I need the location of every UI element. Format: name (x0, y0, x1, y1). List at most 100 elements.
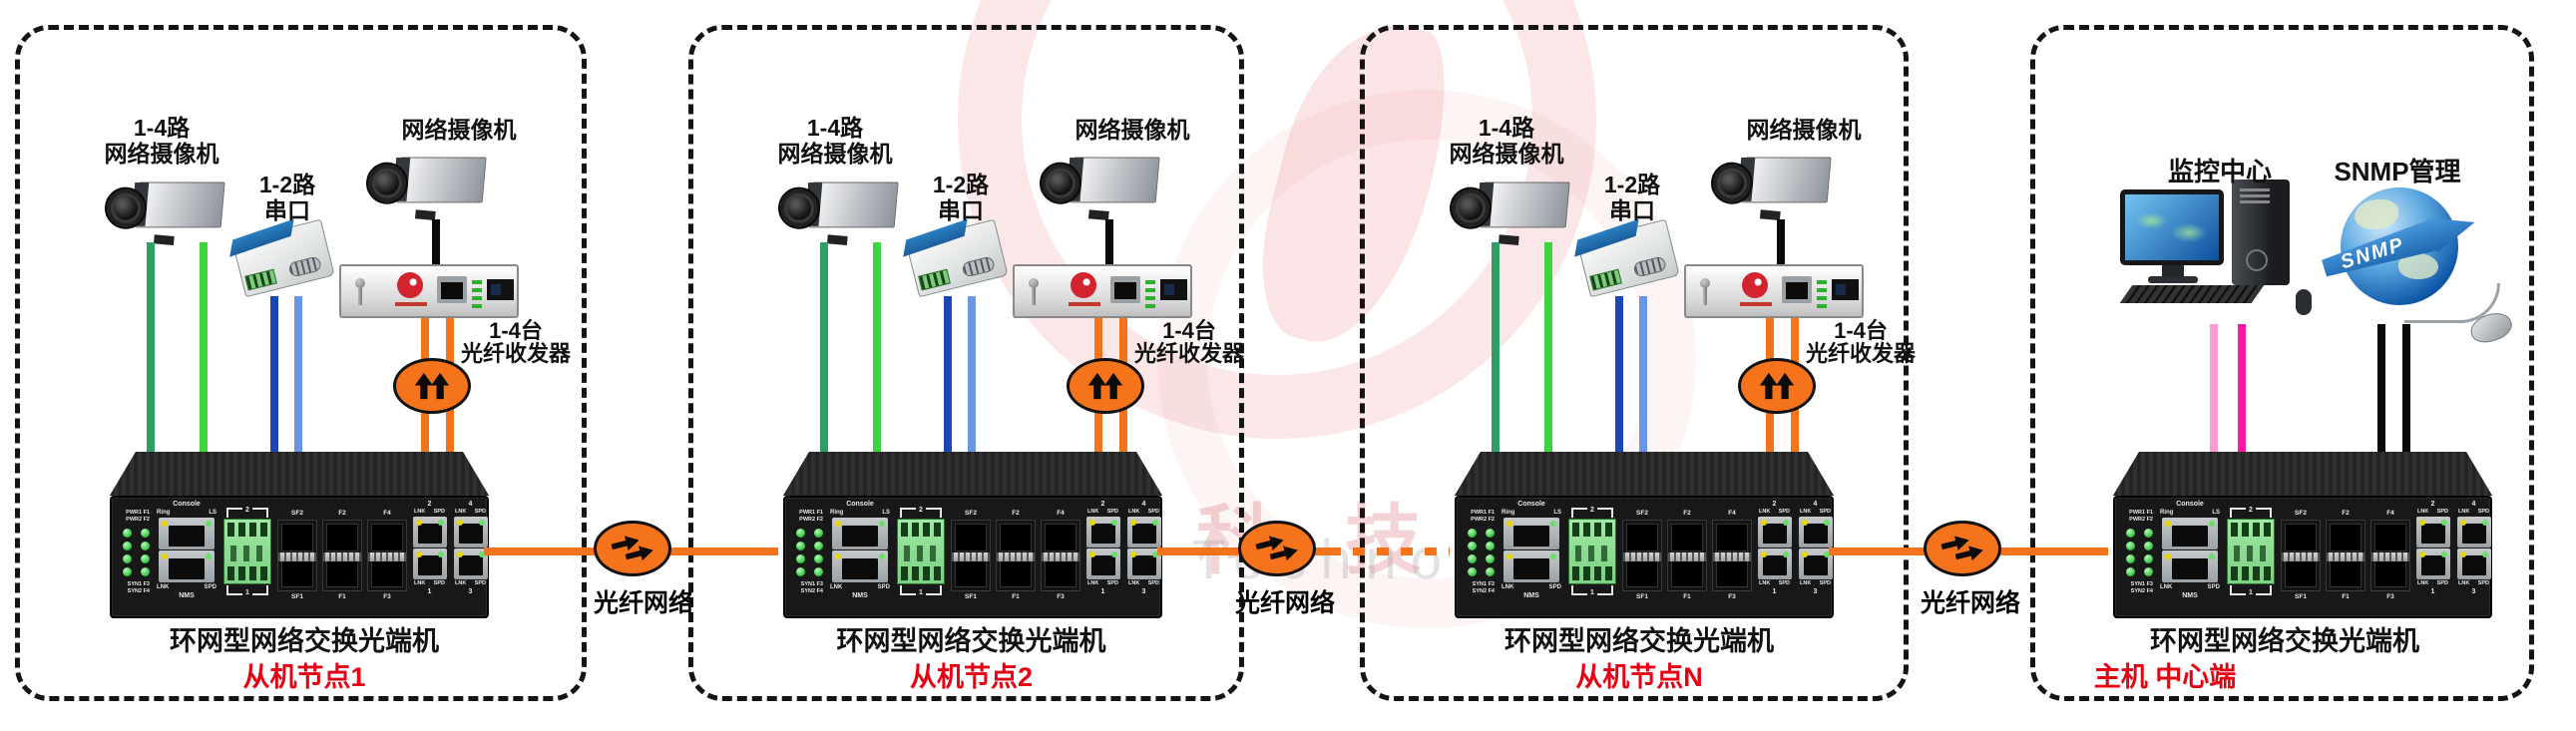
terminal-connector (2227, 519, 2275, 584)
ls-label: LS (882, 510, 890, 516)
switch-top-shell (783, 452, 1162, 496)
camera1-cable-1 (147, 242, 155, 456)
snmp-cable-1 (2377, 324, 2385, 452)
rj45-port (1126, 548, 1161, 579)
pwr1-label: PWR1 F1 (126, 510, 150, 516)
node-title: 从机节点1 (242, 662, 366, 692)
switch-front-panel: PWR1 F1 PWR2 F2 SYN1 F3 SYN2 F4 Console … (110, 496, 489, 618)
switch-caption: 环网型网络交换光端机 (170, 626, 439, 656)
rj45-console-port (832, 518, 888, 549)
pc-cable-2 (2238, 324, 2246, 452)
fiber-network-label: 光纤网络 (1920, 589, 2020, 617)
network-camera-icon (775, 170, 899, 249)
node-title: 主机 中心端 (2093, 662, 2237, 692)
camera2-label: 网络摄像机 (401, 117, 517, 143)
switch-led-block: PWR1 F1 PWR2 F2 SYN1 F3 SYN2 F4 (787, 510, 825, 595)
serial-label: 1-2路 串口 (258, 172, 316, 223)
status-leds (2125, 529, 2153, 576)
sfp-cage-icon (322, 520, 362, 591)
nms-label: NMS (179, 592, 195, 599)
monitoring-pc-icon (2119, 180, 2340, 321)
console-label: Console (1517, 501, 1545, 508)
transceiver-label: 1-4台 光纤收发器 (460, 318, 571, 366)
pwr1-label: PWR1 F1 (799, 510, 823, 516)
syn1-label: SYN1 F3 (2130, 581, 2153, 587)
terminal-bracket-1: 1 (226, 585, 268, 596)
monitor-center-label: 监控中心 (2167, 157, 2272, 186)
network-camera-icon (1708, 145, 1832, 224)
sfp-duo-f34: F4 F3 (2370, 510, 2410, 601)
fiber-transceiver-icon (339, 264, 519, 318)
transceiver-label: 1-4台 光纤收发器 (1133, 318, 1244, 366)
camera1-cable-2 (200, 242, 208, 456)
rj45-console-port (1503, 518, 1559, 549)
rj45-port (2456, 548, 2491, 579)
sfp-cage-icon (367, 520, 407, 591)
switch-caption: 环网型网络交换光端机 (836, 626, 1106, 656)
pwr2-label: PWR2 F2 (126, 517, 150, 523)
fiber-uplink-arrows-icon (393, 358, 471, 414)
rj45-port (1085, 517, 1120, 548)
fiber-transceiver-icon (1013, 264, 1192, 318)
fiber-transceiver-icon (1684, 264, 1864, 318)
status-leds (122, 529, 150, 576)
sfp-cage-icon (951, 520, 991, 591)
switch-console-block: Console Ring LS LNK SPD NMS (827, 500, 893, 600)
nms-label: NMS (1523, 592, 1539, 599)
switch-front-panel: PWR1 F1 PWR2 F2 SYN1 F3 SYN2 F4 Console … (2113, 496, 2492, 618)
rj45-port (1085, 548, 1120, 579)
mouse-icon (2296, 289, 2312, 315)
switch-sfp-cages: SF2 SF1 F2 F1 F4 F3 (2281, 510, 2410, 601)
fiber-network-node-icon (1238, 521, 1316, 576)
monitor-icon (2120, 189, 2224, 265)
syn1-label: SYN1 F3 (1472, 581, 1495, 587)
switch-terminal-block: 2 1 (1568, 507, 1616, 596)
spd-label: SPD (2207, 584, 2220, 590)
serial-cable-1 (1615, 296, 1623, 456)
sfp-cage-icon (277, 520, 317, 591)
spd-label: SPD (1548, 584, 1561, 590)
camera1-cable-1 (820, 242, 828, 456)
sfp-duo-f12: F2 F1 (1667, 510, 1707, 601)
rj45-port (1126, 517, 1161, 548)
nms-label: NMS (2182, 592, 2198, 599)
pwr2-label: PWR2 F2 (1471, 517, 1495, 523)
network-camera-icon (363, 145, 487, 224)
terminal-connector (897, 519, 945, 584)
slave-node-2-box: 环网型网络交换光端机 从机节点2 1-4路 网络摄像机 1-2路 串口 网络摄像… (688, 25, 1244, 701)
sfp-duo-f34: F4 F3 (367, 510, 407, 601)
sfp-duo-f12: F2 F1 (322, 510, 362, 601)
pwr2-label: PWR2 F2 (2129, 517, 2153, 523)
status-leds (1467, 529, 1495, 576)
slave-node-1-box: 环网型网络交换光端机 从机节点1 1-4路 网络摄像机 1-2路 串口 网络摄像… (15, 25, 587, 701)
switch-slot: PWR1 F1 PWR2 F2 SYN1 F3 SYN2 F4 Console … (2113, 452, 2492, 618)
console-label: Console (846, 501, 874, 508)
ls-label: LS (2212, 510, 2220, 516)
ring-label: Ring (157, 510, 171, 516)
camera2-label: 网络摄像机 (1746, 117, 1862, 143)
sfp-cage-icon (1041, 520, 1080, 591)
lnk-label: LNK (1502, 584, 1514, 590)
rj45-port (453, 548, 488, 579)
sfp-cage-icon (1667, 520, 1707, 591)
switch-front-panel: PWR1 F1 PWR2 F2 SYN1 F3 SYN2 F4 Console … (783, 496, 1162, 618)
ls-label: LS (209, 510, 216, 516)
serial-label: 1-2路 串口 (1603, 172, 1661, 223)
sfp-duo-sf: SF2 SF1 (277, 510, 317, 601)
switch-console-block: Console Ring LS LNK SPD NMS (2157, 500, 2223, 600)
network-camera-icon (1447, 170, 1570, 249)
ring-network-switch: PWR1 F1 PWR2 F2 SYN1 F3 SYN2 F4 Console … (2113, 452, 2492, 618)
snmp-cable-2 (2402, 324, 2410, 452)
spd-label: SPD (877, 584, 890, 590)
switch-slot: PWR1 F1 PWR2 F2 SYN1 F3 SYN2 F4 Console … (1455, 452, 1834, 618)
fiber-uplink-arrows-icon (1067, 358, 1144, 414)
switch-terminal-block: 2 1 (223, 507, 271, 596)
rj45-nms-port (1503, 550, 1559, 582)
serial-device-icon (903, 218, 1009, 298)
camera2-cable (1777, 219, 1785, 265)
